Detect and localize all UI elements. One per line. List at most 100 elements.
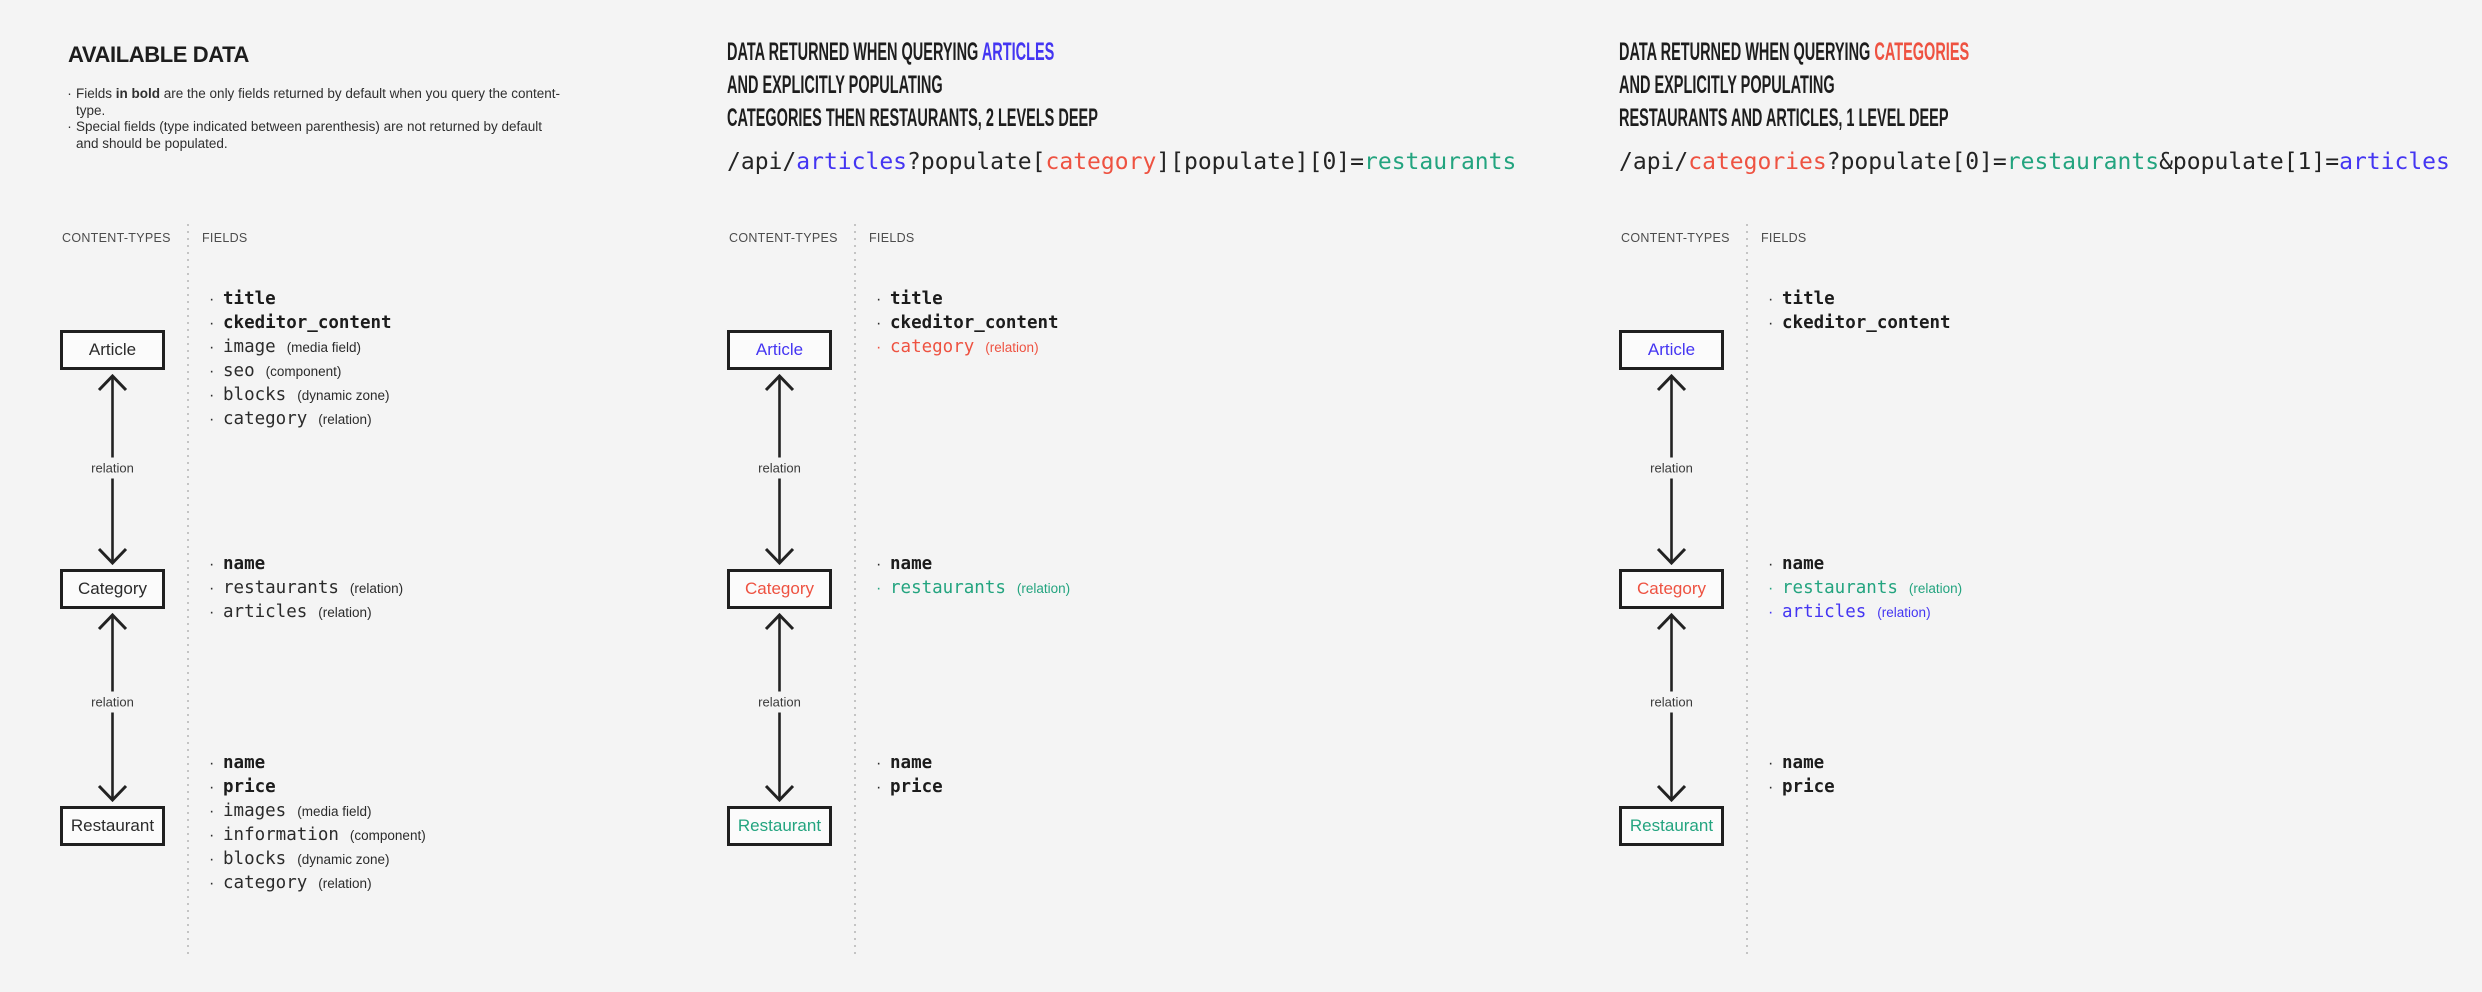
content-types-label: CONTENT-TYPES	[1621, 231, 1730, 245]
bullet-icon: ·	[209, 315, 215, 332]
content-type-box-restaurant: Restaurant	[727, 806, 832, 846]
box-label: Article	[88, 340, 137, 359]
box-label: Category	[78, 579, 147, 598]
title-segment: AND EXPLICITLY POPULATING	[727, 71, 943, 99]
field-name: blocks	[223, 849, 287, 869]
field-name: images	[223, 801, 287, 821]
box-label: Category	[745, 579, 814, 598]
query-segment: articles	[796, 149, 908, 175]
field-item: ·title	[205, 289, 645, 313]
query-segment: ][populate][0]=	[1156, 149, 1365, 175]
field-name: articles	[1782, 602, 1867, 622]
field-item: ·information(component)	[205, 825, 645, 849]
field-item: ·ckeditor_content	[1764, 313, 2204, 337]
bullet-icon: ·	[209, 387, 215, 404]
field-item: ·blocks(dynamic zone)	[205, 385, 645, 409]
field-name: name	[890, 753, 933, 773]
bullet-icon: ·	[209, 875, 215, 892]
bullet-icon: ·	[209, 363, 215, 380]
query-segment: restaurants	[2006, 149, 2160, 175]
field-item: · title	[872, 289, 1312, 313]
api-query: /api/categories?populate[0]=restaurants&…	[1619, 149, 2450, 175]
box-label: Article	[1647, 340, 1696, 359]
field-item: ·image(media field)	[205, 337, 645, 361]
notes-list: · Fields in bold are the only fields ret…	[63, 86, 583, 152]
field-name: name	[890, 554, 933, 574]
title-line: AND EXPLICITLY POPULATING	[727, 69, 1098, 102]
field-item: ·title	[1764, 289, 2204, 313]
field-item: ·restaurants(relation)	[872, 578, 1312, 602]
field-type: (relation)	[1908, 581, 1963, 596]
fields-group-category: ·name ·restaurants(relation) ·articles(r…	[1764, 554, 2204, 626]
relation-label: relation	[1644, 691, 1699, 713]
relation-label: relation	[85, 457, 140, 479]
column-title: DATA RETURNED WHEN QUERYING ARTICLES AND…	[727, 36, 1366, 135]
field-item: ·category(relation)	[205, 409, 645, 433]
relation-label: relation	[752, 457, 807, 479]
bullet-icon: ·	[1768, 779, 1774, 796]
query-segment: category	[1045, 149, 1157, 175]
title-segment: CATEGORIES THEN RESTAURANTS, 2 LEVELS DE…	[727, 104, 1098, 132]
fields-group-article: ·title · ckeditor_content ·image(media fi…	[205, 289, 645, 433]
bullet-icon: ·	[209, 827, 215, 844]
box-label: Restaurant	[1629, 816, 1714, 835]
column-title: AVAILABLE DATA	[68, 42, 249, 67]
field-type: (media field)	[297, 804, 372, 819]
field-name: title	[1782, 289, 1835, 309]
bullet-icon: ·	[1768, 604, 1774, 621]
field-name: category	[223, 873, 308, 893]
box-label: Category	[1637, 579, 1706, 598]
field-name: title	[890, 289, 943, 309]
title-segment: CATEGORIES	[1874, 38, 1970, 66]
field-item: · category (relation)	[205, 873, 645, 897]
bullet-icon: ·	[1768, 556, 1774, 573]
fields-label: FIELDS	[869, 231, 915, 245]
query-segment: /api/	[1619, 149, 1689, 175]
bullet-icon: ·	[1768, 755, 1774, 772]
query-segment: /api/	[727, 149, 797, 175]
field-name: name	[1782, 554, 1825, 574]
note-text: Fields in bold are the only fields retur…	[76, 86, 561, 118]
box-label: Article	[755, 340, 804, 359]
title-line: CATEGORIES THEN RESTAURANTS, 2 LEVELS DE…	[727, 102, 1098, 135]
content-types-label: CONTENT-TYPES	[62, 231, 171, 245]
field-item: ·blocks(dynamic zone)	[205, 849, 645, 873]
bullet-icon: ·	[209, 779, 215, 796]
field-item: ·images(media field)	[205, 801, 645, 825]
fields-group-category: · name ·restaurants(relation)	[872, 554, 1312, 602]
field-name: blocks	[223, 385, 287, 405]
field-name: ckeditor_content	[223, 313, 392, 333]
bullet-icon: ·	[876, 580, 882, 597]
field-name: name	[223, 554, 266, 574]
query-segment: restaurants	[1364, 149, 1517, 175]
field-name: price	[890, 777, 943, 797]
bullet-icon: ·	[67, 86, 72, 101]
dotted-separator	[854, 224, 856, 954]
field-name: restaurants	[1782, 578, 1898, 598]
field-type: (relation)	[349, 581, 404, 596]
fields-label: FIELDS	[1761, 231, 1807, 245]
field-item: ·ckeditor_content	[872, 313, 1312, 337]
bullet-icon: ·	[876, 291, 882, 308]
bullet-icon: ·	[876, 315, 882, 332]
field-name: information	[223, 825, 339, 845]
query-segment: categories	[1688, 149, 1827, 175]
fields-group-article: ·title ·ckeditor_content ·category(relat…	[872, 289, 1312, 361]
field-item: ·articles(relation)	[1764, 602, 2204, 626]
relation-label: relation	[1644, 457, 1699, 479]
note-text: Special fields (type indicated between p…	[76, 119, 543, 151]
field-item: ·name	[1764, 753, 2204, 777]
field-type: (relation)	[318, 605, 372, 620]
note-item: · Special fields (type indicated between…	[63, 119, 583, 152]
relation-label: relation	[752, 691, 807, 713]
field-type: (relation)	[318, 876, 372, 891]
field-type: (relation)	[1016, 581, 1071, 596]
bullet-icon: ·	[876, 339, 882, 356]
fields-group-article: ·title ·ckeditor_content	[1764, 289, 2204, 337]
box-label: Restaurant	[737, 816, 822, 835]
field-type: (relation)	[985, 340, 1039, 355]
query-segment: &populate[1]=	[2159, 149, 2340, 175]
fields-group-category: ·name ·restaurants(relation) ·articles(r…	[205, 554, 645, 626]
relation-label: relation	[85, 691, 140, 713]
